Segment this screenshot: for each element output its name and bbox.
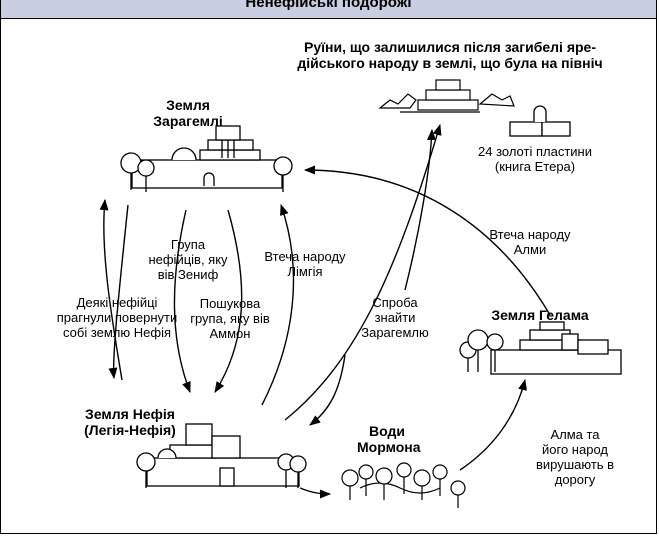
alma-journey-line-3: вирушають в	[535, 457, 615, 472]
ruins-line-2: дійського народу в землі, що була на пів…	[297, 55, 603, 71]
search-line-1: Спроба	[372, 295, 418, 310]
place-label-ruins: Руїни, що залишилися після загибелі яре-…	[295, 39, 605, 71]
alma-journey-line-1: Алма та	[550, 427, 600, 442]
place-label-mormon: Води Мормона	[357, 423, 421, 455]
nephi-city-icon	[136, 423, 307, 488]
zeniff-line-2: нефійців, яку	[148, 252, 228, 267]
zarahemla-city-icon	[120, 125, 293, 192]
search-line-2: знайти	[374, 310, 416, 325]
jaredite-ruins-icon	[378, 79, 515, 113]
alma-escape-line-1: Втеча народу	[489, 227, 571, 242]
header-title: Ненефійські подорожі	[245, 0, 412, 11]
place-label-helam: Земля Гелама	[480, 307, 600, 323]
mormon-line-2: Мормона	[357, 439, 421, 455]
mormon-line-1: Води	[369, 423, 405, 439]
note-alma-journey: Алма та його народ вирушають в дорогу	[525, 427, 625, 487]
ammon-line-2: група, яку вів	[190, 311, 270, 326]
note-reclaim-nephi: Деякі нефійці прагнули повернути собі зе…	[52, 295, 182, 340]
limhi-line-1: Втеча народу	[264, 249, 346, 264]
note-gold-plates: 24 золоті пластини (книга Етера)	[475, 144, 595, 174]
helam-line-1: Земля Гелама	[491, 307, 589, 323]
zeniff-line-1: Група	[170, 237, 206, 252]
header-bar: Ненефійські подорожі	[1, 0, 656, 19]
reclaim-line-3: собі землю Нефія	[63, 325, 171, 340]
ammon-line-1: Пошукова	[199, 296, 261, 311]
helam-city-icon	[459, 321, 622, 375]
ruins-line-1: Руїни, що залишилися після загибелі яре-	[303, 39, 596, 55]
note-search-zarahemla: Спроба знайти Зарагемлю	[350, 295, 440, 340]
place-label-nephi: Земля Нефія (Легія-Нефія)	[80, 406, 180, 438]
plates-line-2: (книга Етера)	[494, 159, 576, 174]
note-zeniff-group: Група нефійців, яку вів Зениф	[138, 237, 238, 282]
reclaim-line-1: Деякі нефійці	[76, 295, 158, 310]
note-limhi-escape: Втеча народу Лімгія	[255, 249, 355, 279]
note-alma-escape: Втеча народу Алми	[475, 227, 585, 257]
zeniff-line-3: вів Зениф	[157, 267, 219, 282]
alma-escape-line-2: Алми	[513, 242, 547, 257]
nephi-line-2: (Легія-Нефія)	[84, 422, 176, 438]
zarahemla-line-1: Земля	[166, 97, 210, 113]
ammon-line-3: Аммон	[209, 326, 251, 341]
search-line-3: Зарагемлю	[361, 325, 429, 340]
note-ammon-search: Пошукова група, яку вів Аммон	[180, 296, 280, 341]
journey-arrows	[99, 123, 551, 499]
limhi-line-2: Лімгія	[287, 264, 323, 279]
gold-plates-icon	[509, 105, 571, 137]
nephi-line-1: Земля Нефія	[85, 406, 175, 422]
alma-journey-line-2: його народ	[542, 442, 608, 457]
reclaim-line-2: прагнули повернути	[56, 310, 178, 325]
plates-line-1: 24 золоті пластини	[478, 144, 592, 159]
place-label-zarahemla: Земля Зарагемлі	[148, 97, 228, 129]
waters-of-mormon-icon	[341, 462, 466, 508]
zarahemla-line-2: Зарагемлі	[153, 113, 223, 129]
alma-journey-line-4: дорогу	[554, 472, 596, 487]
